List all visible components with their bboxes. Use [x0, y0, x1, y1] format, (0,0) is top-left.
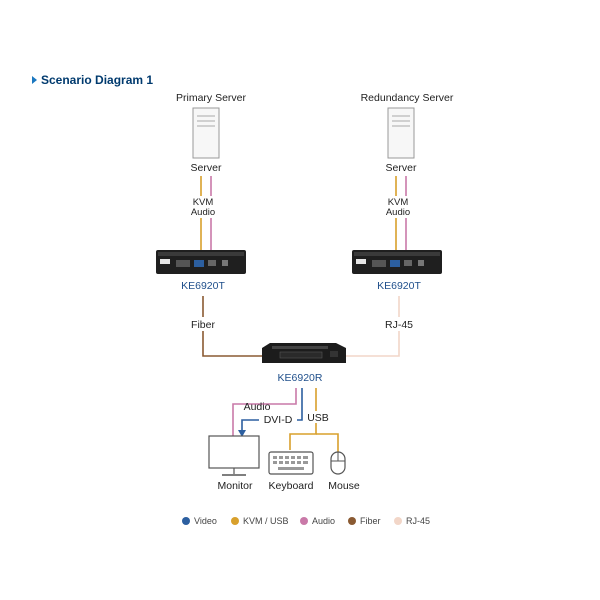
- usb-label: USB: [307, 412, 329, 424]
- rj45-label-bg: [383, 317, 415, 331]
- receiver-device: [262, 343, 346, 363]
- legend-swatch-kvm-usb: [231, 517, 239, 525]
- legend-swatch-rj45: [394, 517, 402, 525]
- right-transmitter-device: [352, 250, 442, 274]
- fiber-cable: [202, 296, 262, 357]
- usb-mouse-cable: [316, 433, 339, 452]
- right-transmitter-label: KE6920T: [377, 280, 421, 292]
- primary-server-icon: [192, 107, 220, 159]
- monitor-icon: [208, 435, 260, 476]
- left-kvm-label: KVM: [193, 197, 214, 208]
- mouse-label: Mouse: [328, 480, 360, 492]
- legend: Video KVM / USB Audio Fiber RJ-45: [182, 516, 430, 526]
- left-cable-label-bg: [190, 196, 216, 218]
- usb-label-bg: [308, 411, 328, 423]
- fiber-label: Fiber: [191, 319, 215, 331]
- fiber-label-bg: [188, 317, 218, 331]
- dvid-label-bg: [259, 413, 297, 425]
- keyboard-icon: [268, 451, 314, 475]
- monitor-label: Monitor: [217, 480, 253, 492]
- legend-label-kvm-usb: KVM / USB: [243, 516, 289, 526]
- left-audio-label: Audio: [191, 207, 215, 218]
- right-kvm-label: KVM: [388, 197, 409, 208]
- legend-swatch-video: [182, 517, 190, 525]
- title-arrow-icon: [32, 76, 37, 84]
- dvid-label: DVI-D: [264, 414, 293, 426]
- rj45-label: RJ-45: [385, 319, 413, 331]
- primary-server-label: Primary Server: [176, 92, 247, 104]
- legend-label-fiber: Fiber: [360, 516, 381, 526]
- legend-label-video: Video: [194, 516, 217, 526]
- monitor-audio-label: Audio: [244, 401, 271, 413]
- receiver-label: KE6920R: [278, 372, 323, 384]
- legend-label-rj45: RJ-45: [406, 516, 430, 526]
- keyboard-label: Keyboard: [269, 480, 314, 492]
- rj45-cable: [346, 296, 400, 357]
- left-transmitter-device: [156, 250, 246, 274]
- redundancy-server-label: Redundancy Server: [361, 92, 454, 104]
- right-cable-label-bg: [385, 196, 411, 218]
- redundancy-server-sublabel: Server: [386, 162, 417, 174]
- right-audio-label: Audio: [386, 207, 410, 218]
- monitor-audio-cable: [232, 388, 297, 436]
- legend-swatch-fiber: [348, 517, 356, 525]
- primary-server-sublabel: Server: [191, 162, 222, 174]
- redundancy-server-icon: [387, 107, 415, 159]
- legend-label-audio: Audio: [312, 516, 335, 526]
- diagram-title: Scenario Diagram 1: [41, 73, 153, 87]
- mouse-icon: [330, 451, 346, 475]
- legend-swatch-audio: [300, 517, 308, 525]
- dvid-arrow-icon: [238, 430, 246, 437]
- left-transmitter-label: KE6920T: [181, 280, 225, 292]
